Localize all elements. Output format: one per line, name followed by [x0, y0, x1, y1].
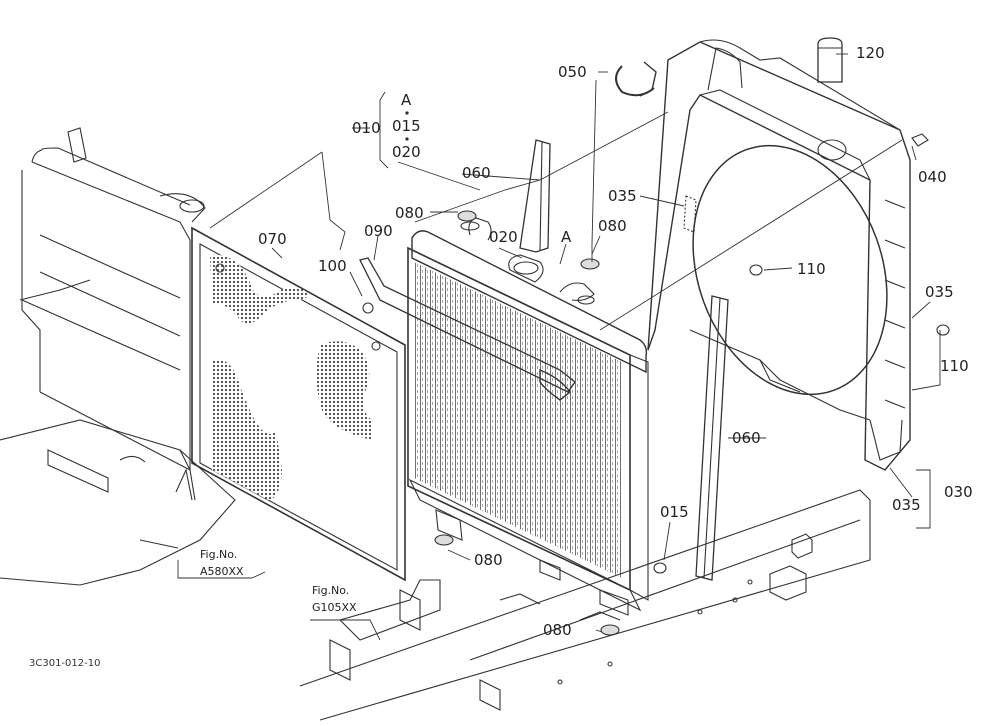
- part-label-010-a: A: [401, 91, 412, 109]
- fig-ref-a-line2: A580XX: [200, 565, 244, 578]
- fan-shroud: [647, 39, 911, 471]
- part-label-120: 120: [856, 44, 885, 62]
- fig-ref-a-line1: Fig.No.: [200, 548, 238, 561]
- part-label-a: A: [561, 228, 572, 246]
- part-label-090: 090: [364, 222, 393, 240]
- radiator-core: [407, 217, 649, 616]
- bracket-090: [359, 257, 576, 393]
- part-label-015: 015: [660, 503, 689, 521]
- seal-060-bottom: [695, 295, 729, 581]
- drawing-code: 3C301-012-10: [29, 658, 101, 669]
- part-label-080-mid: 080: [598, 217, 627, 235]
- hose-clamp-050: [615, 61, 657, 97]
- part-label-015-group: 015: [392, 117, 421, 135]
- part-label-100: 100: [318, 257, 347, 275]
- screen-070: [191, 226, 406, 582]
- part-label-035-right: 035: [925, 283, 954, 301]
- part-label-020-group: 020: [392, 143, 421, 161]
- part-label-080-left: 080: [395, 204, 424, 222]
- part-label-050: 050: [558, 63, 587, 81]
- part-label-040: 040: [918, 168, 947, 186]
- part-label-060-top: 060: [462, 164, 491, 182]
- part-label-035-top: 035: [608, 187, 637, 205]
- fig-ref-g-line2: G105XX: [312, 601, 357, 614]
- leader-lines: [139, 53, 941, 641]
- part-label-010: 010: [352, 119, 381, 137]
- part-label-020: 020: [489, 228, 518, 246]
- part-label-030: 030: [944, 483, 973, 501]
- part-label-080-bottom-left: 080: [474, 551, 503, 569]
- part-label-070: 070: [258, 230, 287, 248]
- frame-guard: [0, 127, 236, 586]
- part-label-035-bottom: 035: [892, 496, 921, 514]
- part-label-110-right: 110: [940, 357, 969, 375]
- seal-060-top: [519, 139, 551, 253]
- part-label-080-bottom-right: 080: [543, 621, 572, 639]
- bolts: [434, 133, 950, 636]
- part-label-060-bottom: 060: [732, 429, 761, 447]
- cap-120: [817, 37, 843, 83]
- part-label-110-center: 110: [797, 260, 826, 278]
- lower-frame: [299, 489, 871, 721]
- fig-ref-g-line1: Fig.No.: [312, 584, 350, 597]
